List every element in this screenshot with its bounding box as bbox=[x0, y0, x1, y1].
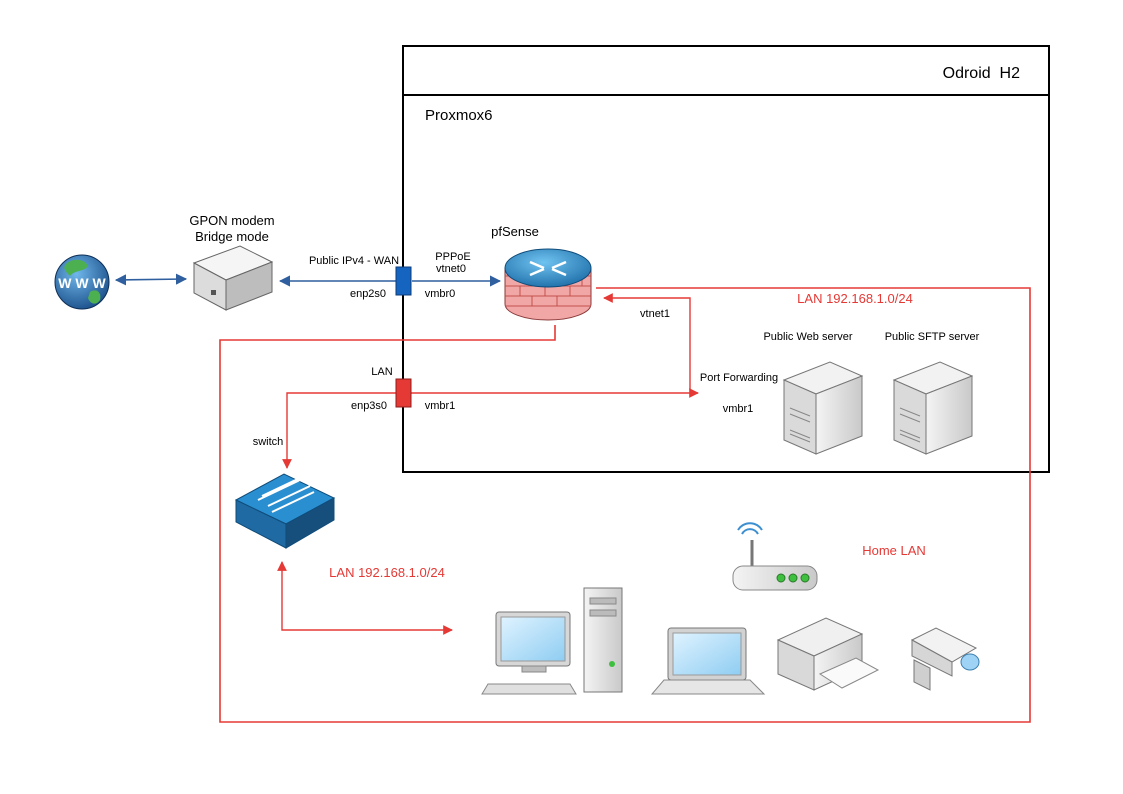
vtnet1-label: vtnet1 bbox=[640, 308, 670, 320]
web-server-label: Public Web server bbox=[763, 331, 852, 343]
printer-icon bbox=[776, 617, 880, 691]
port-forwarding-label: Port Forwarding bbox=[700, 372, 778, 384]
laptop-icon bbox=[650, 627, 766, 695]
switch-icon bbox=[234, 473, 336, 549]
modem-label-line1: GPON modem bbox=[189, 213, 274, 228]
gpon-modem-icon bbox=[192, 245, 274, 311]
sftp-server-label: Public SFTP server bbox=[885, 331, 980, 343]
pfsense-router-icon bbox=[504, 248, 592, 321]
lan-port bbox=[395, 378, 412, 408]
lan-to-pfsense-arrow bbox=[603, 293, 691, 390]
lan-loop-line bbox=[219, 287, 1031, 723]
lan-nic-to-switch-arrow bbox=[282, 392, 396, 469]
modem-label-line2: Bridge mode bbox=[195, 229, 269, 244]
internet-label: W W W bbox=[58, 275, 106, 291]
dmz-bridge-label: vmbr1 bbox=[723, 403, 754, 415]
wan-port bbox=[395, 266, 412, 296]
lan-port-label: LAN bbox=[371, 366, 392, 378]
internet-modem-link bbox=[114, 273, 188, 286]
wan-bridge-label: vmbr0 bbox=[425, 288, 456, 300]
lan-subnet-bottom-label: LAN 192.168.1.0/24 bbox=[329, 565, 445, 580]
sftp-server-icon bbox=[892, 361, 974, 455]
odroid-h2-box bbox=[402, 45, 1050, 473]
home-lan-label: Home LAN bbox=[862, 543, 926, 558]
wan-nic-label: enp2s0 bbox=[350, 288, 386, 300]
web-server-icon bbox=[782, 361, 864, 455]
proxmox-title: Proxmox6 bbox=[425, 107, 493, 124]
pfsense-label: pfSense bbox=[491, 224, 539, 239]
vtnet0-label: vtnet0 bbox=[436, 263, 466, 275]
lan-nic-label: enp3s0 bbox=[351, 400, 387, 412]
switch-label: switch bbox=[253, 436, 284, 448]
wireless-router-icon bbox=[732, 522, 818, 591]
internet-globe-icon: W W W bbox=[54, 254, 110, 310]
lan-subnet-top-label: LAN 192.168.1.0/24 bbox=[797, 291, 913, 306]
pppoe-label: PPPoE bbox=[435, 251, 470, 263]
desktop-computer-icon bbox=[481, 587, 623, 695]
wan-label: Public IPv4 - WAN bbox=[309, 255, 399, 267]
switch-to-clients-arrow bbox=[277, 561, 453, 635]
lan-bridge-label: vmbr1 bbox=[425, 400, 456, 412]
odroid-title: Odroid H2 bbox=[943, 65, 1020, 82]
security-camera-icon bbox=[910, 627, 980, 691]
